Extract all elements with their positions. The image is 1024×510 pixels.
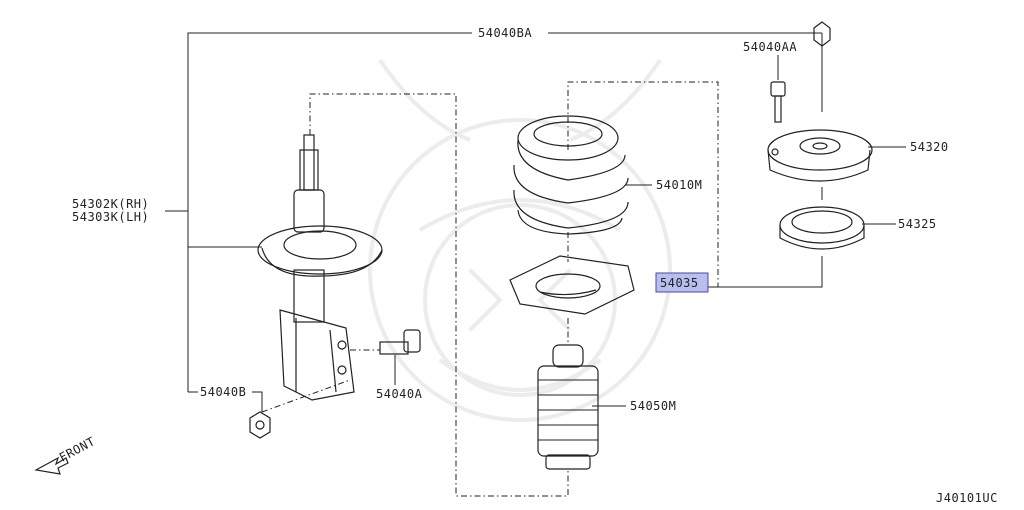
strut-mount-part: [767, 129, 873, 182]
watermark-emblem: [368, 58, 672, 422]
assembly-dash-lines: [261, 81, 719, 497]
mount-bolt-part: [770, 81, 786, 123]
nut-part: [249, 411, 271, 439]
leader-lines: [165, 32, 906, 412]
bump-boot-part: [537, 344, 599, 470]
label-54325[interactable]: 54325: [898, 217, 937, 231]
label-54040ba[interactable]: 54040BA: [478, 26, 532, 40]
label-54303k-lh[interactable]: 54303K(LH): [72, 210, 149, 224]
label-54010m[interactable]: 54010M: [656, 178, 702, 192]
label-54040aa[interactable]: 54040AA: [743, 40, 797, 54]
label-54035[interactable]: 54035: [660, 276, 699, 290]
front-label: FRONT: [57, 434, 98, 464]
spring-seat-part: [509, 255, 635, 315]
front-arrow-icon: [34, 456, 69, 475]
label-54302k-rh[interactable]: 54302K(RH): [72, 197, 149, 211]
label-54040a[interactable]: 54040A: [376, 387, 423, 401]
label-54320[interactable]: 54320: [910, 140, 949, 154]
diagram-code: J40101UC: [936, 491, 998, 505]
label-54050m[interactable]: 54050M: [630, 399, 676, 413]
bolt-part: [379, 329, 421, 355]
spring-seat-highlight-box: [655, 272, 709, 293]
part-labels: 54040BA 54040AA 54320 54325 54010M 54035…: [57, 26, 998, 505]
bearing-part: [779, 206, 865, 250]
top-nut-part: [813, 21, 831, 47]
coil-spring-part: [513, 115, 629, 235]
label-54040b[interactable]: 54040B: [200, 385, 246, 399]
strut-assembly: [257, 134, 383, 401]
